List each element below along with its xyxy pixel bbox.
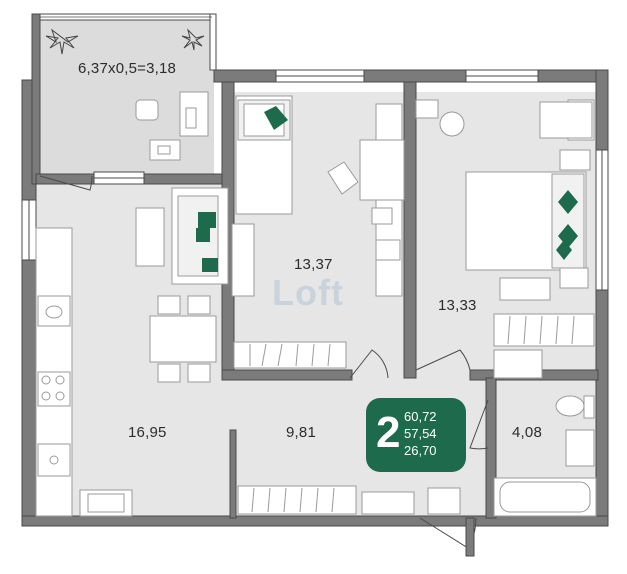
door-right-bedroom [415,349,471,371]
armchair-right [539,101,593,139]
wall-middle-bottom [221,369,353,381]
door-balcony [39,175,93,191]
wall-top [213,69,609,83]
wall-bottom [21,515,609,527]
round-table [439,111,465,137]
chair-middle [327,161,359,195]
living-area: 57,54 [404,426,437,441]
pillow-accent-right [556,190,578,260]
balcony-plants [45,28,205,55]
room-area-balcony: 6,37x0,5=3,18 [78,60,177,77]
room-area-hallway: 9,81 [286,424,316,441]
room-area-kitchen-living: 16,95 [128,424,167,441]
balcony-glazing [31,13,217,71]
room-area-bathroom: 4,08 [512,424,542,441]
wall-top-left [31,13,41,185]
door-bathroom [469,399,489,450]
wall-hall-stub [229,429,237,519]
windows [21,69,609,291]
doors [39,175,489,557]
wall-middle-right [403,81,417,379]
balcony-chair [135,99,159,121]
room-area-bedroom-right: 13,33 [438,297,477,314]
tv-stand [135,207,165,267]
total-area: 60,72 [404,409,437,424]
dining-table [149,315,217,363]
washing-machine [493,349,543,379]
room-count: 2 [376,408,401,457]
kitchen-area: 26,70 [404,443,437,458]
wall-right-outer [595,69,609,523]
desk-middle [359,139,405,201]
sofa-cushions-accent [196,212,218,272]
room-area-bedroom-middle: 13,37 [294,256,333,273]
hall-closet [237,485,357,515]
watermark: Loft [272,272,344,313]
pillow-accent-middle [264,106,288,130]
toilet [555,395,585,417]
furniture [35,28,597,517]
bath-sink [565,429,595,467]
door-middle-bedroom [349,349,389,379]
shoe-rack [361,491,415,515]
closet-middle [233,341,347,369]
closet-right [493,313,595,347]
bench-right [499,277,551,301]
apartment-badge: 2 60,72 57,54 26,70 [366,398,466,472]
